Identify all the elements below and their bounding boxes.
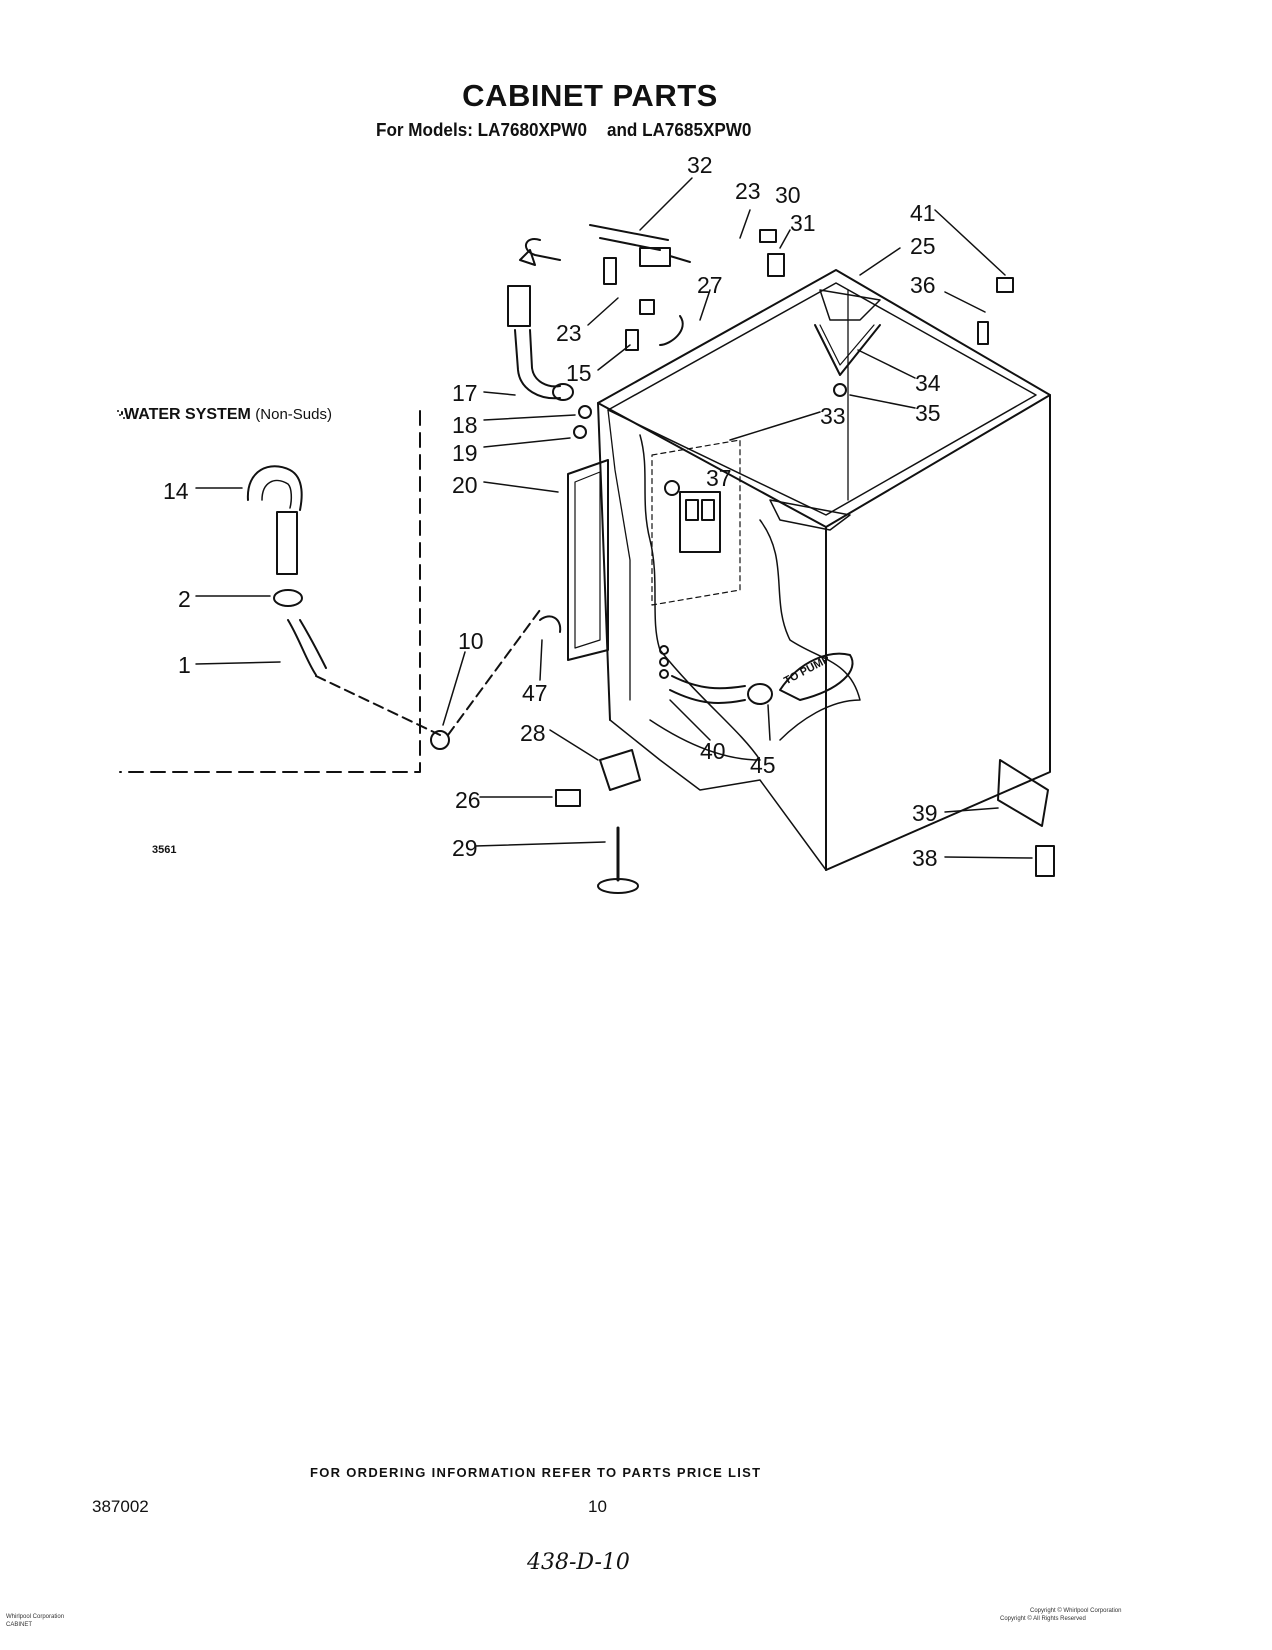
callout-28: 28 bbox=[520, 720, 546, 746]
pump-hose bbox=[659, 645, 854, 705]
callout-37: 37 bbox=[706, 465, 732, 491]
ordering-note: FOR ORDERING INFORMATION REFER TO PARTS … bbox=[310, 1465, 762, 1480]
callout-25: 25 bbox=[910, 233, 936, 259]
models-and: and bbox=[606, 120, 638, 140]
fine-print-right-1: Copyright © Whirlpool Corporation bbox=[1030, 1608, 1122, 1614]
page-number: 10 bbox=[588, 1497, 607, 1516]
models-line: For Models: LA7680XPW0 and LA7685XPW0 bbox=[376, 120, 751, 141]
leader-lines bbox=[195, 177, 1033, 859]
model-number-1: LA7680XPW0 bbox=[477, 120, 587, 140]
callout-33: 33 bbox=[820, 403, 846, 429]
callout-14: 14 bbox=[163, 478, 189, 504]
callout-18: 18 bbox=[452, 412, 478, 438]
callout-26: 26 bbox=[455, 787, 481, 813]
models-prefix: For Models: bbox=[376, 120, 473, 140]
callout-40: 40 bbox=[700, 738, 726, 764]
water-system-inset bbox=[117, 410, 541, 773]
hardware-parts bbox=[603, 229, 1014, 397]
callout-45: 45 bbox=[750, 752, 776, 778]
rear-bracket bbox=[997, 759, 1055, 877]
callout-31: 31 bbox=[790, 210, 816, 236]
callout-23: 23 bbox=[735, 178, 761, 204]
handwritten-reference: 438-D-10 bbox=[527, 1550, 630, 1575]
leveling-leg bbox=[555, 749, 641, 894]
callout-19: 19 bbox=[452, 440, 478, 466]
callout-41: 41 bbox=[910, 200, 936, 226]
switch-assembly bbox=[651, 439, 741, 606]
fine-print-left-2: CABINET bbox=[6, 1622, 33, 1628]
wire-harness bbox=[519, 224, 691, 267]
page-title: CABINET PARTS bbox=[462, 78, 718, 113]
callout-47: 47 bbox=[522, 680, 548, 706]
callout-35: 35 bbox=[915, 400, 941, 426]
callout-29: 29 bbox=[452, 835, 478, 861]
callout-27: 27 bbox=[697, 272, 723, 298]
callout-15: 15 bbox=[566, 360, 592, 386]
mounting-bracket bbox=[539, 459, 609, 661]
callout-1: 1 bbox=[178, 652, 191, 678]
fill-hose bbox=[507, 285, 592, 439]
fine-print-left-1: Whirlpool Corporation bbox=[6, 1614, 65, 1620]
callout-23-lower: 23 bbox=[556, 320, 582, 346]
callout-36: 36 bbox=[910, 272, 936, 298]
water-system-title: WATER SYSTEM (Non-Suds) bbox=[124, 406, 332, 424]
callout-17: 17 bbox=[452, 380, 478, 406]
callout-10: 10 bbox=[458, 628, 484, 654]
callout-34: 34 bbox=[915, 370, 941, 396]
callout-2: 2 bbox=[178, 586, 191, 612]
model-number-2: LA7685XPW0 bbox=[642, 120, 752, 140]
cabinet-body bbox=[597, 269, 1051, 871]
fine-print-right-2: Copyright © All Rights Reserved bbox=[1000, 1616, 1086, 1622]
illustration-code: 3561 bbox=[152, 844, 177, 856]
callout-39: 39 bbox=[912, 800, 938, 826]
water-system-label: WATER SYSTEM bbox=[124, 406, 251, 423]
callout-32: 32 bbox=[687, 152, 713, 178]
callout-38: 38 bbox=[912, 845, 938, 871]
callout-30: 30 bbox=[775, 182, 801, 208]
document-number: 387002 bbox=[92, 1497, 149, 1516]
water-system-subtitle: (Non-Suds) bbox=[255, 406, 332, 423]
callout-20: 20 bbox=[452, 472, 478, 498]
